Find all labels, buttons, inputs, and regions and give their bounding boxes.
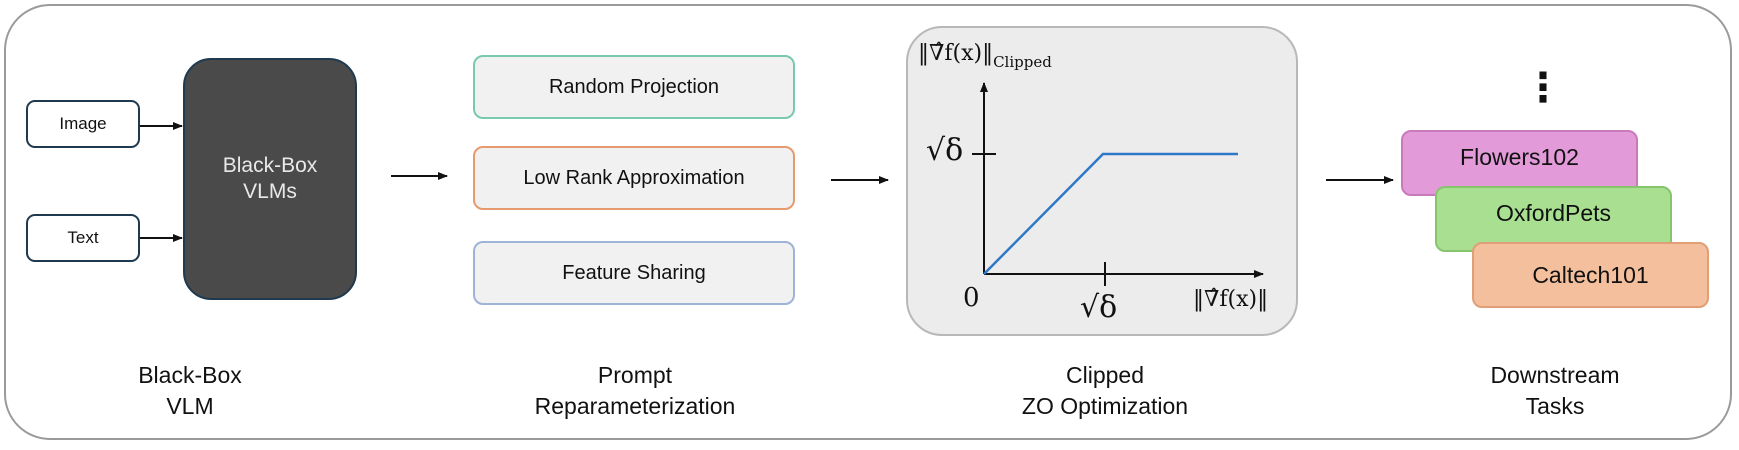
stage-label-downstream-line1: Downstream: [1490, 362, 1620, 388]
clipped-gradient-line: [983, 152, 1238, 275]
origin-label: 0: [963, 283, 980, 313]
oxfordpets-label: OxfordPets: [1495, 199, 1612, 226]
x-tick-label: √δ: [1080, 290, 1118, 325]
stage-label-vlm-line2: VLM: [166, 393, 214, 420]
image-input-label: Image: [59, 114, 107, 133]
text-input-label: Text: [67, 228, 99, 247]
black-box-vlm-node: Black-Box VLMs: [183, 58, 357, 300]
x-axis-label: ‖∇̂f(x)‖: [1193, 287, 1269, 312]
low-rank-approximation-label: Low Rank Approximation: [523, 166, 745, 189]
image-input-box: Image: [26, 100, 140, 148]
caltech101-label: Caltech101: [1532, 261, 1649, 288]
y-axis-label-subscript: Clipped: [993, 53, 1052, 71]
stage-label-prompt-line1: Prompt: [597, 362, 673, 388]
stage-label-downstream-line2: Tasks: [1525, 393, 1585, 420]
oxfordpets-box: OxfordPets: [1435, 186, 1672, 252]
low-rank-approximation-box: Low Rank Approximation: [473, 146, 795, 210]
stage-label-clipped-line2: ZO Optimization: [1021, 393, 1189, 420]
random-projection-label: Random Projection: [548, 75, 720, 98]
clipping-plot-panel: [906, 26, 1298, 336]
feature-sharing-box: Feature Sharing: [473, 241, 795, 305]
stage-label-prompt-line2: Reparameterization: [534, 393, 736, 420]
flowers102-label: Flowers102: [1460, 143, 1579, 170]
vlm-box-line2: VLMs: [243, 180, 297, 203]
vlm-box-line1: Black-Box: [222, 153, 318, 177]
text-input-box: Text: [26, 214, 140, 262]
random-projection-box: Random Projection: [473, 55, 795, 119]
stage-label-vlm: Black-Box VLM: [90, 360, 290, 422]
y-axis-label-main: ‖∇̂f(x)‖: [918, 41, 994, 66]
stage-label-clipped: Clipped ZO Optimization: [945, 360, 1265, 422]
stage-label-vlm-line1: Black-Box: [138, 362, 242, 388]
y-tick-label: √δ: [926, 133, 964, 168]
more-tasks-ellipsis: ⋮: [1523, 66, 1563, 110]
stage-label-prompt: Prompt Reparameterization: [475, 360, 795, 422]
y-axis-label: ‖∇̂f(x)‖Clipped: [918, 41, 1052, 71]
feature-sharing-label: Feature Sharing: [562, 261, 706, 284]
stage-label-downstream: Downstream Tasks: [1440, 360, 1670, 422]
caltech101-box: Caltech101: [1472, 242, 1709, 308]
stage-label-clipped-line1: Clipped: [1066, 362, 1144, 388]
